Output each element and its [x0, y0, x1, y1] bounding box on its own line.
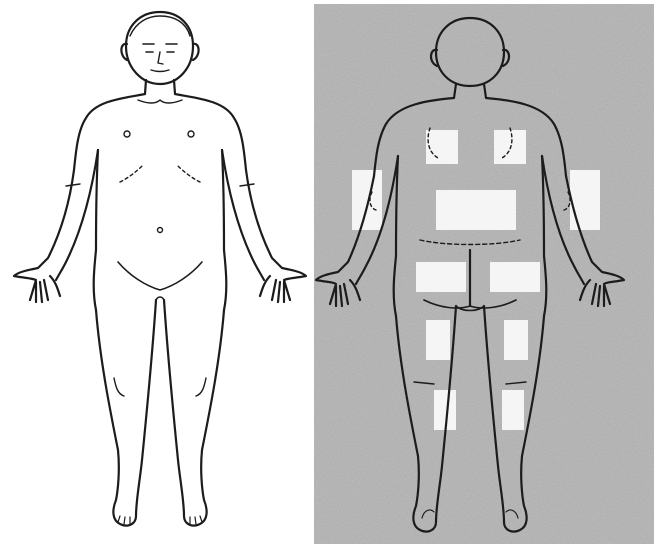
back-body-outline — [306, 0, 660, 549]
back-view-figure — [306, 0, 660, 549]
front-body-outline — [0, 0, 322, 549]
head — [126, 12, 193, 84]
front-view-figure — [0, 0, 322, 549]
